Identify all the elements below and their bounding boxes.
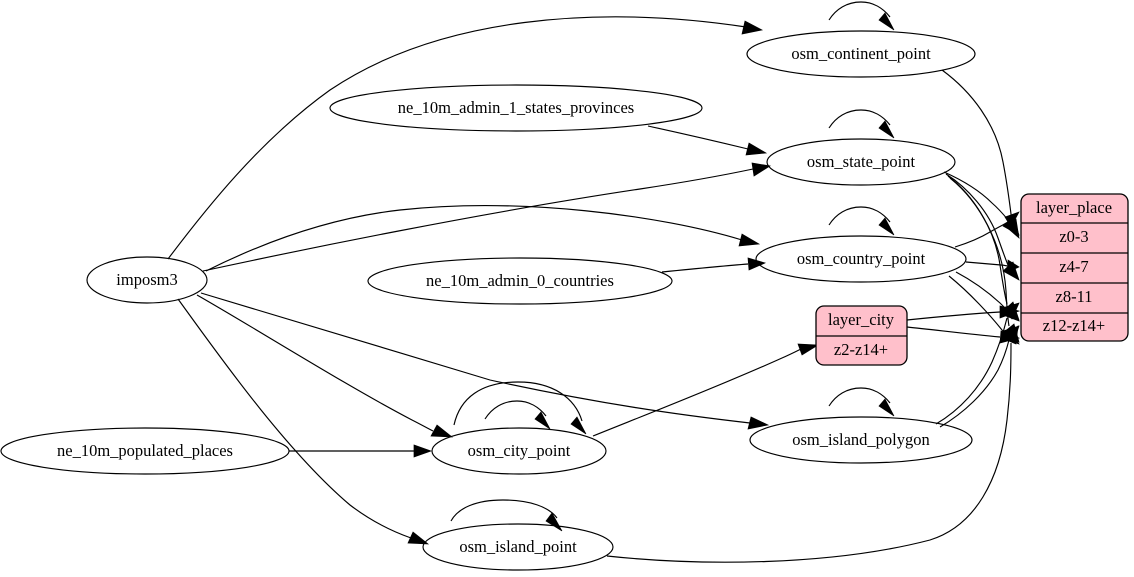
node-ne-admin1-label: ne_10m_admin_1_states_provinces [398, 98, 634, 117]
layer-city-row-z2-z14[interactable]: z2-z14+ [834, 340, 888, 359]
node-osm-continent-point-label: osm_continent_point [791, 44, 931, 63]
edge-imposm3-to-osm-state-point [202, 162, 771, 272]
edge-layer-city-to-layer-place-z12 [906, 326, 1021, 344]
layer-place-row-z4-7[interactable]: z4-7 [1059, 257, 1088, 276]
node-layer: imposm3 ne_10m_admin_1_states_provinces … [0, 30, 976, 571]
node-osm-country-point[interactable]: osm_country_point [755, 235, 967, 283]
edge-imposm3-to-osm-island-polygon [200, 292, 770, 430]
edge-osm-city-point-self-loop-outer [453, 381, 587, 435]
node-ne-10m-admin-1-states-provinces[interactable]: ne_10m_admin_1_states_provinces [329, 84, 703, 132]
node-osm-state-point[interactable]: osm_state_point [766, 138, 956, 186]
layer-node-layer-place[interactable]: layer_place z0-3 z4-7 z8-11 z12-z14+ [1020, 193, 1129, 342]
layer-place-row-z12-z14[interactable]: z12-z14+ [1043, 316, 1105, 335]
node-ne-populated-places-label: ne_10m_populated_places [57, 441, 233, 460]
edge-osm-state-point-self-loop [828, 109, 895, 139]
node-imposm3-label: imposm3 [116, 270, 177, 289]
edge-osm-country-point-to-layer-place-z4-7 [965, 259, 1020, 273]
layer-place-title: layer_place [1036, 198, 1112, 217]
edge-ne-admin0-to-osm-country-point [661, 257, 767, 273]
node-osm-city-point[interactable]: osm_city_point [431, 427, 607, 475]
node-osm-city-point-label: osm_city_point [468, 441, 571, 460]
node-ne-admin0-label: ne_10m_admin_0_countries [426, 271, 614, 290]
edge-osm-continent-point-self-loop [828, 1, 895, 31]
node-osm-state-point-label: osm_state_point [807, 152, 916, 171]
node-osm-country-point-label: osm_country_point [797, 249, 926, 268]
node-ne-10m-populated-places[interactable]: ne_10m_populated_places [0, 427, 290, 475]
node-imposm3[interactable]: imposm3 [86, 256, 208, 304]
edge-osm-city-point-to-layer-city [592, 343, 820, 437]
edge-osm-island-polygon-to-layer-place-z8-11 [935, 302, 1020, 425]
edge-imposm3-to-osm-island-point [177, 298, 430, 545]
node-osm-island-point[interactable]: osm_island_point [422, 523, 614, 571]
edge-imposm3-to-osm-country-point [205, 205, 761, 272]
node-osm-island-point-label: osm_island_point [459, 537, 577, 556]
layer-place-row-z0-3[interactable]: z0-3 [1059, 227, 1088, 246]
node-osm-continent-point[interactable]: osm_continent_point [746, 30, 976, 78]
node-osm-island-polygon-label: osm_island_polygon [792, 430, 930, 449]
edge-layer-city-to-layer-place-z8-11 [906, 305, 1021, 321]
edge-ne-populated-places-to-osm-city-point [289, 444, 433, 458]
layer-node-layer-city[interactable]: layer_city z2-z14+ [815, 305, 908, 366]
edge-osm-country-point-self-loop [828, 206, 895, 236]
node-osm-island-polygon[interactable]: osm_island_polygon [749, 416, 973, 464]
edge-osm-island-polygon-self-loop [828, 387, 895, 417]
edge-layer [167, 1, 1021, 563]
edge-osm-city-point-self-loop-inner [484, 400, 551, 430]
layer-city-title: layer_city [828, 310, 895, 329]
edge-imposm3-to-osm-continent-point [167, 16, 764, 260]
edge-osm-island-point-self-loop [450, 499, 563, 532]
edge-imposm3-to-osm-city-point [196, 294, 454, 438]
layer-place-row-z8-11[interactable]: z8-11 [1056, 287, 1093, 306]
edge-osm-country-point-to-layer-place-z0-3 [954, 211, 1020, 248]
node-ne-10m-admin-0-countries[interactable]: ne_10m_admin_0_countries [367, 257, 673, 305]
edge-ne-admin1-to-osm-state-point [647, 125, 768, 156]
